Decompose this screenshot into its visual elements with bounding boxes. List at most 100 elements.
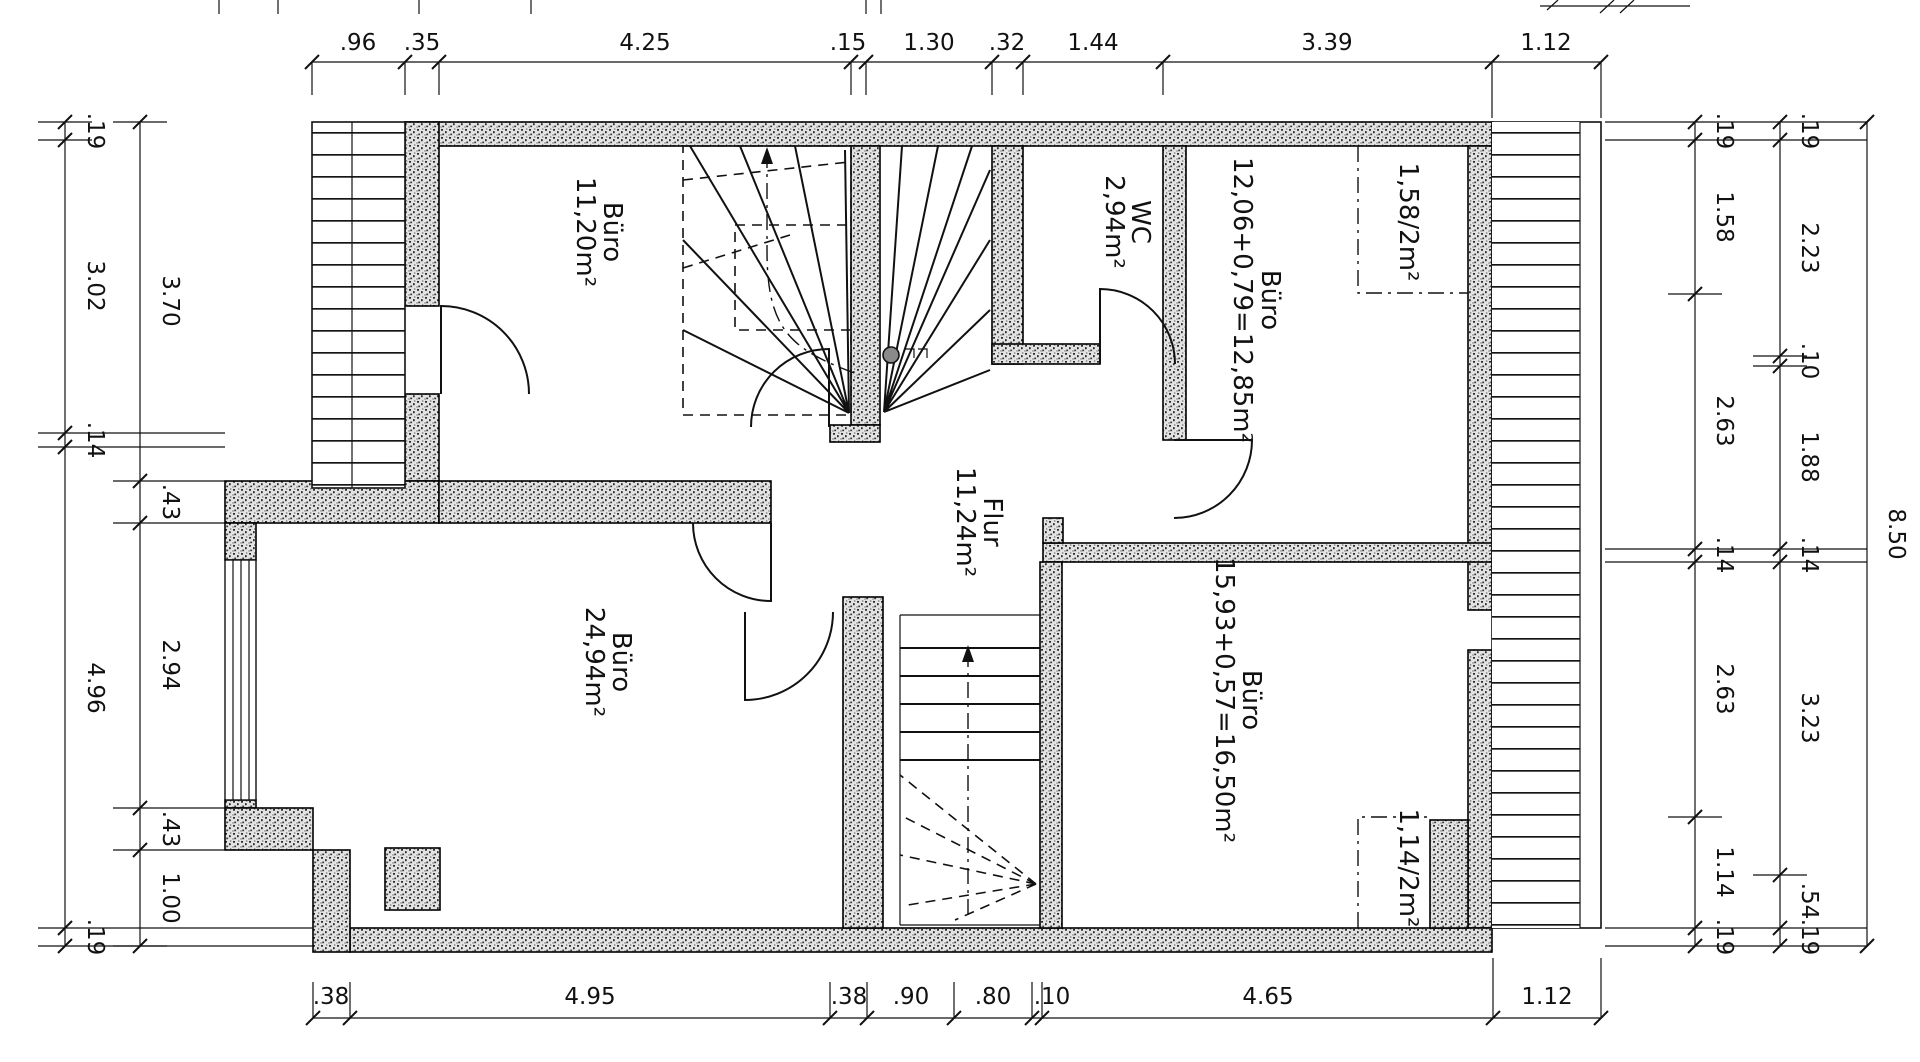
door-flur-west	[750, 347, 830, 428]
dim-labels-right-outer: 8.50	[1883, 508, 1909, 559]
dim-label: 2.23	[1796, 222, 1822, 273]
wall-corner-block	[1429, 819, 1469, 929]
dim-label: 1.44	[1067, 30, 1118, 56]
chimney-block	[384, 847, 441, 911]
room-name: Büro	[606, 632, 636, 692]
dim-label: 3.23	[1796, 692, 1822, 743]
dim-label: .19	[1711, 919, 1737, 956]
dim-label: .38	[831, 984, 868, 1010]
door-buero1	[440, 304, 530, 395]
dim-label: .32	[989, 30, 1026, 56]
room-name: Büro	[1255, 270, 1285, 330]
sheet-edge-marks	[218, 0, 1690, 14]
dim-label: 3.70	[157, 275, 183, 326]
dim-labels-bottom: .38 4.95 .38 .90 .80 .10 4.65 1.12	[313, 984, 1573, 1010]
dim-label: .96	[340, 30, 377, 56]
dim-label: .10	[1796, 343, 1822, 380]
room-area: 15,93+0,57=16,50m²	[1209, 557, 1239, 843]
dim-labels-right-middle: .19 2.23 .10 1.88 .14 3.23 .54 .19	[1796, 113, 1822, 956]
dim-label: 1.30	[903, 30, 954, 56]
dim-label: 2.63	[1711, 663, 1737, 714]
dim-chain-left-outer	[38, 114, 313, 954]
dim-label: 1.58	[1711, 191, 1737, 242]
room-area: 11,20m²	[570, 177, 600, 287]
dim-label: 4.65	[1242, 984, 1293, 1010]
dim-label: .14	[1711, 537, 1737, 574]
dim-label: 1.12	[1521, 984, 1572, 1010]
wall-buero2-left	[1162, 145, 1187, 441]
dim-label: .90	[893, 984, 930, 1010]
dim-label: 3.39	[1301, 30, 1352, 56]
stair-upper	[682, 145, 991, 416]
room-area: 12,06+0,79=12,85m²	[1227, 157, 1257, 443]
dim-chain-top	[304, 54, 1609, 118]
dim-label: .14	[1796, 537, 1822, 574]
dim-label: .43	[157, 484, 183, 521]
dim-label: 1.88	[1796, 431, 1822, 482]
dim-label: .19	[1711, 113, 1737, 150]
dim-label: .19	[82, 113, 108, 150]
dim-label: 4.96	[82, 662, 108, 713]
stair-lower	[899, 614, 1040, 926]
dim-label: .19	[1796, 113, 1822, 150]
balcony-left	[311, 121, 406, 489]
room-area: 24,94m²	[579, 607, 609, 717]
window-left	[224, 559, 257, 801]
wall-buero4-top	[1042, 542, 1493, 563]
room-area: 2,94m²	[1099, 175, 1129, 269]
dim-label: 4.95	[564, 984, 615, 1010]
wall-top	[404, 121, 1493, 147]
room-labels: Büro 11,20m² WC 2,94m² Büro 12,06+0,79=1…	[570, 157, 1423, 928]
zone-area: 1,14/2m²	[1393, 809, 1423, 928]
room-name: Flur	[977, 497, 1007, 547]
stair-down-arrow	[962, 645, 974, 662]
stair-up-arrow	[761, 147, 773, 164]
dim-chain-right-middle	[1753, 114, 1807, 954]
room-area: 11,24m²	[950, 467, 980, 577]
wall-left-upper-a	[404, 121, 440, 307]
dim-label: .10	[1034, 984, 1071, 1010]
dim-label: 3.02	[82, 260, 108, 311]
dim-labels-right-inner: .19 1.58 2.63 .14 2.63 1.14 .19	[1711, 113, 1737, 956]
walls	[224, 121, 1493, 953]
dim-label: .80	[975, 984, 1012, 1010]
door-buero3-stair	[744, 611, 834, 702]
wall-right-upper	[1467, 145, 1493, 611]
wall-wc-bottom	[991, 343, 1101, 365]
wall-stair-right	[1039, 561, 1063, 929]
room-name: Büro	[597, 202, 627, 262]
zone-area: 1,58/2m²	[1393, 163, 1423, 282]
wall-left-bottom-pier	[312, 849, 351, 953]
dim-labels-top: .96 .35 4.25 .15 1.30 .32 1.44 3.39 1.12	[340, 30, 1572, 56]
wall-bottom	[349, 927, 1493, 953]
wall-wc-left	[991, 145, 1024, 365]
dim-label: .14	[82, 422, 108, 459]
door-wc	[1099, 287, 1176, 365]
dim-chain-right-outer	[1859, 114, 1875, 954]
balcony-right	[1491, 121, 1602, 929]
door-buero3-top	[692, 522, 772, 603]
room-name: WC	[1125, 200, 1155, 244]
dim-chain-left-inner	[113, 114, 225, 954]
pipe-symbol	[882, 346, 928, 364]
dim-chain-right-inner	[1605, 114, 1867, 954]
dim-label: .15	[830, 30, 867, 56]
dim-chain-bottom	[305, 958, 1609, 1026]
dim-label: 8.50	[1883, 508, 1909, 559]
dim-label: 1.12	[1520, 30, 1571, 56]
dim-label: 1.14	[1711, 846, 1737, 897]
dim-labels-left-outer: .19 3.02 .14 4.96 .19	[82, 113, 108, 956]
dim-label: .54	[1796, 883, 1822, 920]
wall-left-upper-b	[404, 393, 440, 482]
zone-bottom-boundary	[1357, 816, 1430, 928]
wall-buero1-bottom	[438, 480, 772, 524]
wall-stair-left	[842, 596, 884, 929]
dim-label: 4.25	[619, 30, 670, 56]
wall-left-lower-b	[224, 799, 257, 809]
wall-pier-small	[1042, 517, 1064, 544]
wall-step-block	[224, 807, 314, 851]
dim-label: 2.63	[1711, 395, 1737, 446]
height-zones	[1357, 146, 1468, 928]
wall-left-lower-a	[224, 522, 257, 561]
